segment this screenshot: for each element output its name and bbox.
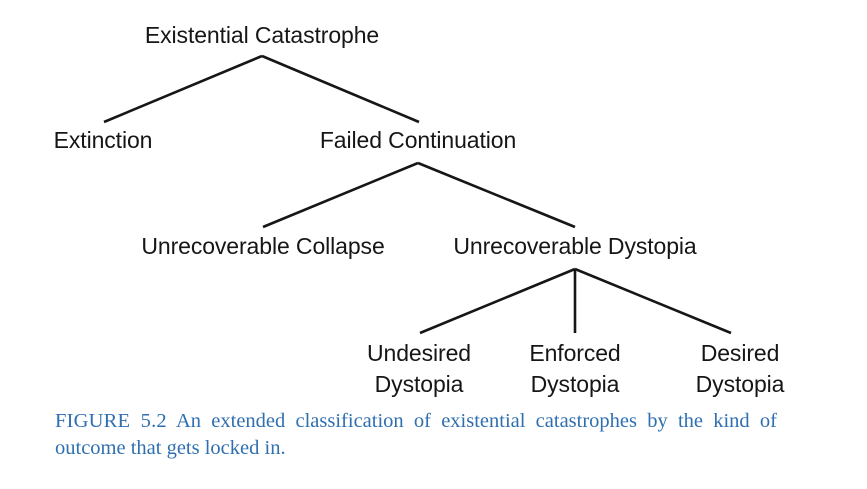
figure-caption-space — [167, 410, 176, 432]
tree-node-label: Extinction — [53, 127, 153, 153]
tree-node-existential-catastrophe: Existential Catastrophe — [145, 24, 379, 47]
tree-node-label-line2: Dystopia — [374, 371, 464, 397]
edge-failed-continuation-to-unrecoverable-collapse — [262, 161, 419, 229]
tree-node-unrecoverable-collapse: Unrecoverable Collapse — [141, 235, 384, 258]
edge-root-to-failed-continuation — [261, 54, 420, 124]
edge-root-to-extinction — [103, 54, 263, 124]
tree-node-enforced-dystopia: Enforced Dystopia — [529, 342, 620, 396]
tree-node-unrecoverable-dystopia: Unrecoverable Dystopia — [453, 235, 696, 258]
figure-caption-label: FIGURE 5.2 — [55, 410, 167, 432]
tree-diagram: Existential Catastrophe Extinction Faile… — [54, 24, 785, 396]
tree-node-label-line2: Dystopia — [695, 371, 785, 397]
tree-node-label-line1: Enforced — [529, 340, 621, 366]
tree-node-failed-continuation: Failed Continuation — [320, 129, 516, 152]
tree-node-label: Failed Continuation — [319, 127, 517, 153]
edge-failed-continuation-to-unrecoverable-dystopia — [417, 161, 576, 229]
tree-node-label-line1: Undesired — [367, 340, 471, 366]
tree-node-label: Unrecoverable Dystopia — [453, 233, 697, 259]
tree-node-label-line1: Desired — [700, 340, 780, 366]
tree-node-label: Unrecoverable Collapse — [141, 233, 385, 259]
edge-unrecoverable-dystopia-to-desired — [574, 267, 732, 335]
tree-node-desired-dystopia: Desired Dystopia — [696, 342, 785, 396]
tree-node-extinction: Extinction — [54, 129, 153, 152]
tree-node-label-line2: Dystopia — [530, 371, 620, 397]
tree-node-label: Existential Catastrophe — [144, 22, 380, 48]
figure-caption-text: An extended classification of existentia… — [55, 410, 777, 459]
tree-node-undesired-dystopia: Undesired Dystopia — [367, 342, 471, 396]
edge-unrecoverable-dystopia-to-undesired — [419, 267, 576, 335]
figure-caption: FIGURE 5.2 An extended classification of… — [55, 408, 777, 462]
